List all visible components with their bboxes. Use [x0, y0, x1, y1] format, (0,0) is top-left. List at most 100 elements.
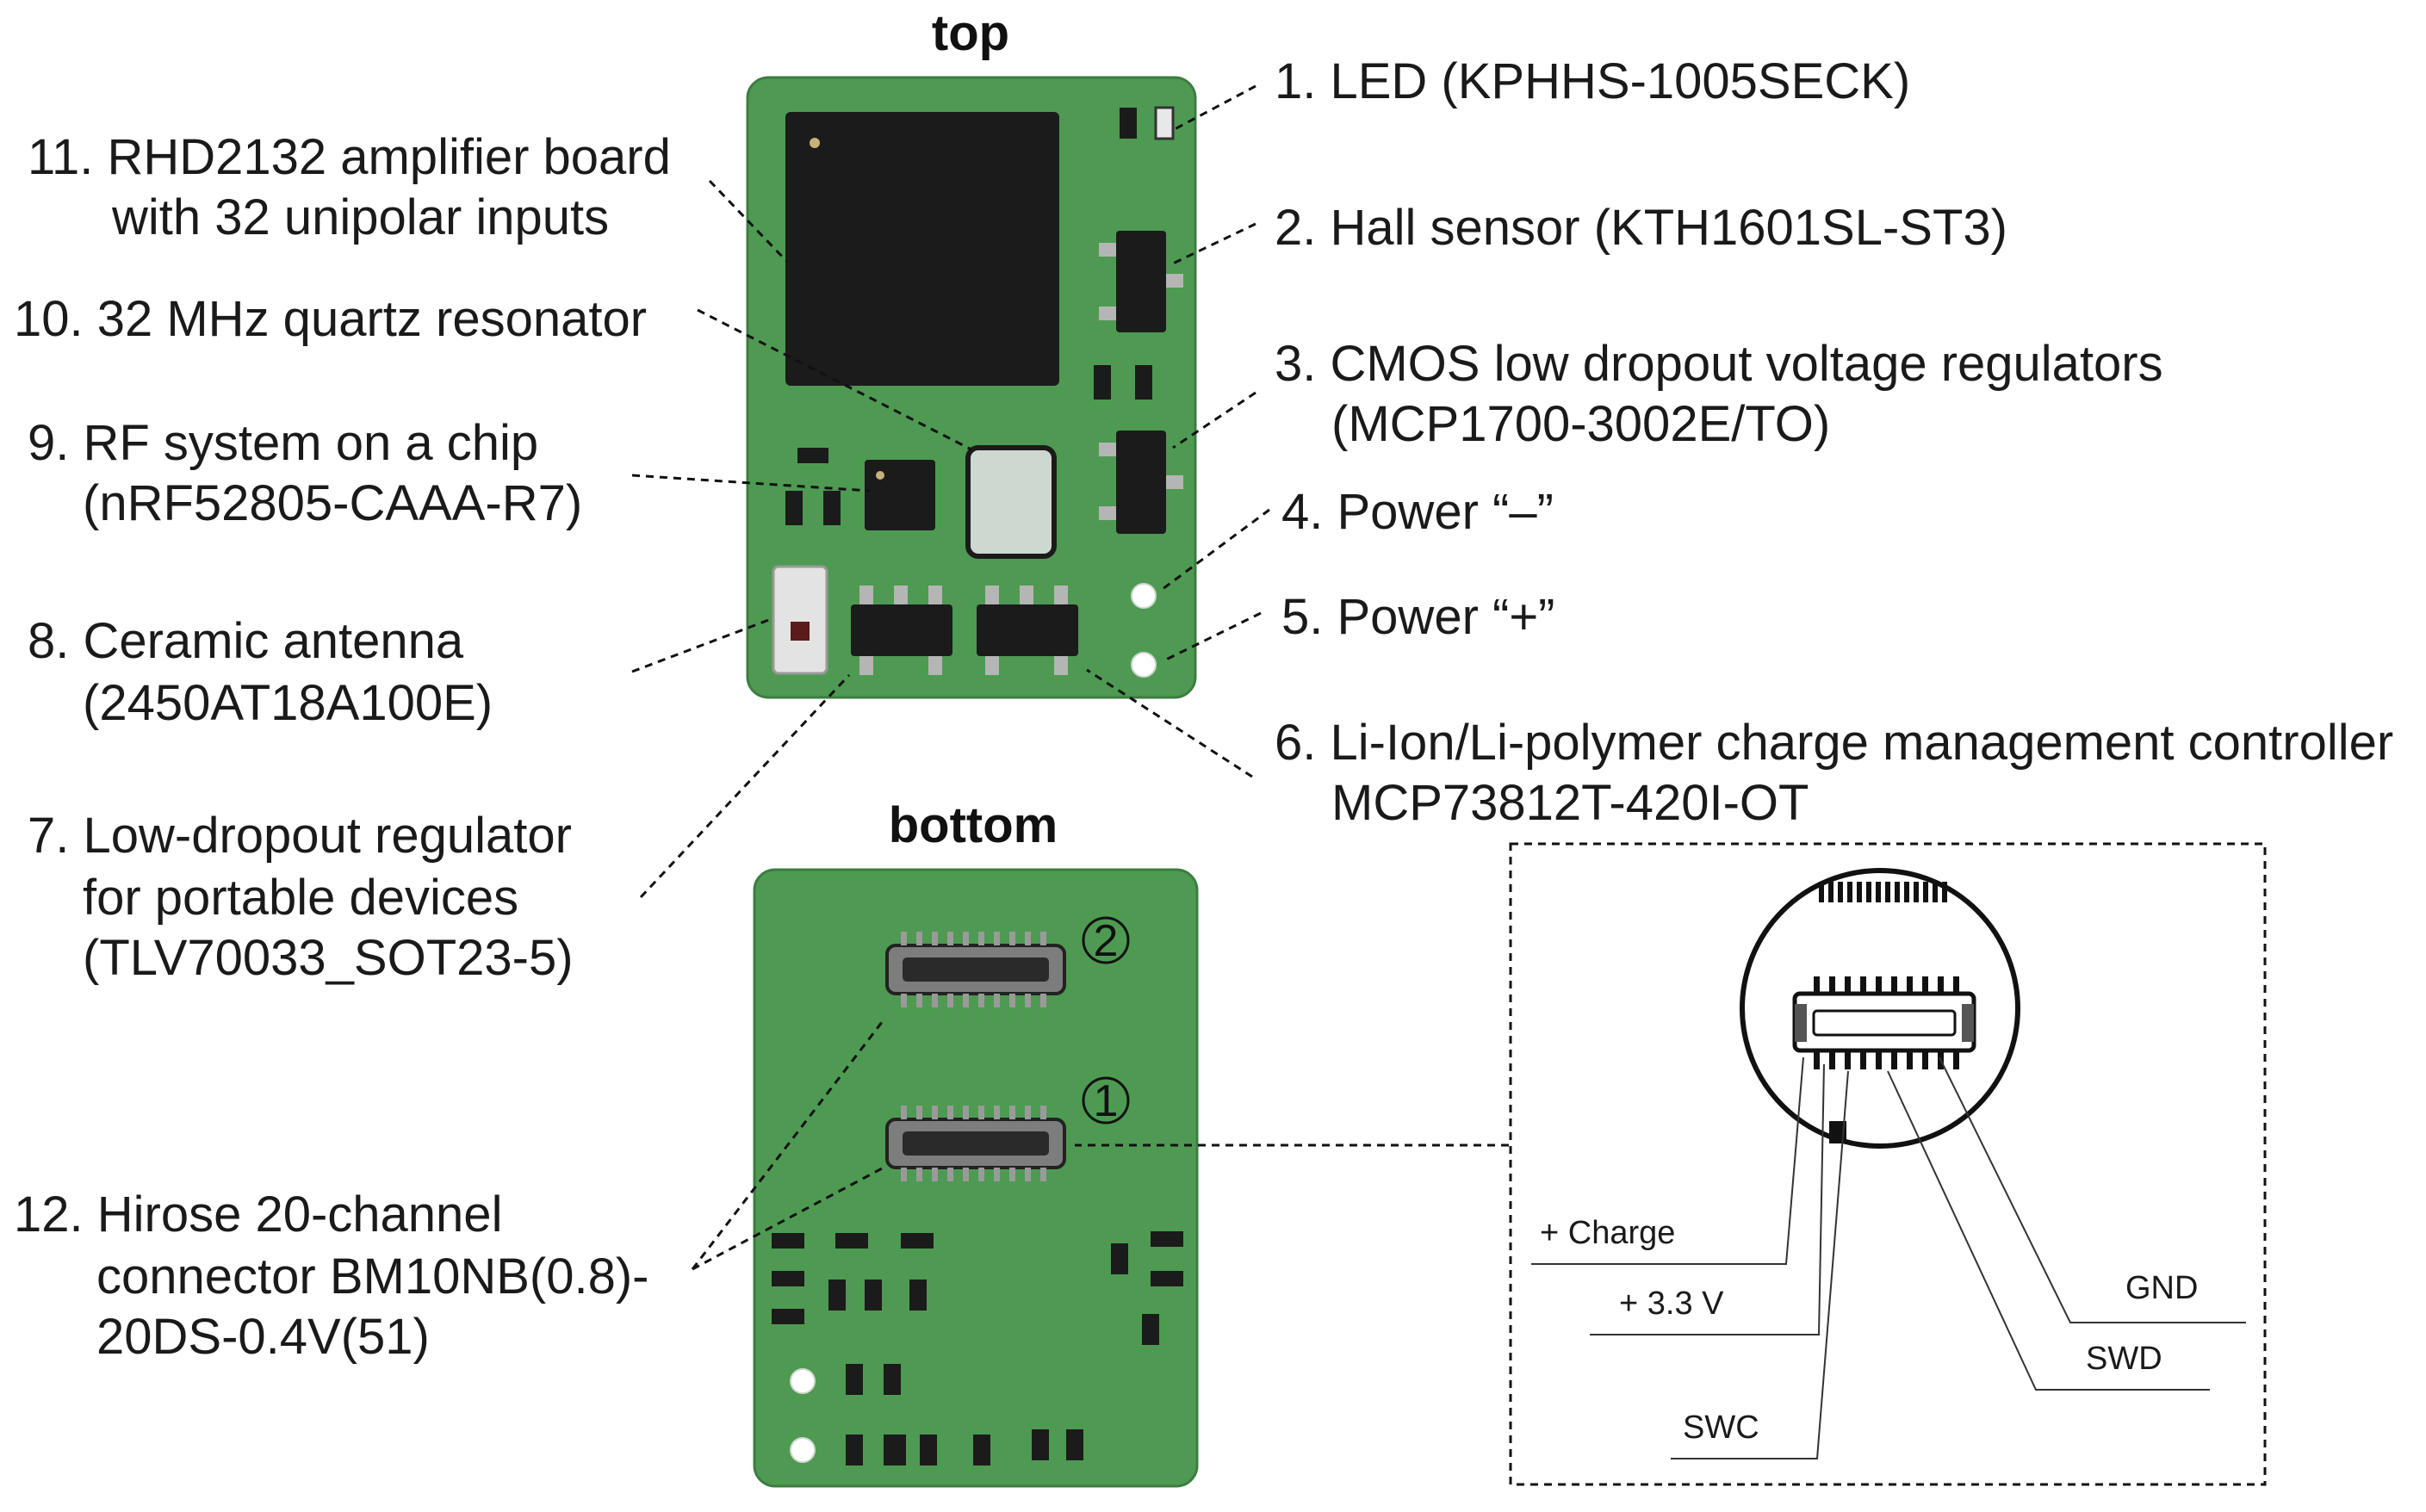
- connector-pin: [932, 1106, 938, 1119]
- connector-pin: [978, 932, 984, 945]
- zoom-top-teeth: [1819, 882, 1947, 902]
- connector-1-marker: [1082, 1076, 1130, 1125]
- zoom-pin: [1866, 882, 1871, 902]
- connector-pin: [1009, 932, 1015, 945]
- leader-11: [708, 179, 789, 263]
- connector-pin: [1040, 932, 1046, 945]
- zoom-pin: [1953, 1050, 1959, 1069]
- leader-12b: [692, 1166, 884, 1271]
- bottom-hole-1: [790, 1368, 816, 1394]
- label-5: 5. Power “+”: [1281, 589, 1555, 645]
- connector-pin: [1025, 932, 1031, 945]
- top-title: top: [932, 5, 1009, 61]
- label-11a: 11. RHD2132 amplifier board: [28, 129, 671, 185]
- amplifier-chip: [785, 112, 1059, 386]
- connector-pin: [1025, 994, 1031, 1007]
- leader-3v3: [1590, 1063, 1825, 1335]
- connector-pin: [978, 994, 984, 1007]
- leader-1: [1174, 84, 1256, 131]
- connector-pin: [994, 1106, 1000, 1119]
- zoom-pin: [1814, 1050, 1820, 1069]
- connector-pin: [1009, 1168, 1015, 1181]
- bottom-hole-2: [790, 1437, 816, 1463]
- zoom-pin: [1829, 1050, 1835, 1069]
- zoom-pin: [1876, 976, 1882, 995]
- zoom-pin: [1895, 882, 1900, 902]
- zoom-pin: [1876, 882, 1881, 902]
- zoom-pin: [1860, 976, 1866, 995]
- pin-swd: SWD: [2086, 1341, 2162, 1377]
- label-7a: 7. Low-dropout regulator: [28, 808, 572, 864]
- zoom-pin: [1907, 1050, 1913, 1069]
- connector-pin: [947, 994, 953, 1007]
- zoom-upper-pins: [1814, 976, 1959, 995]
- connector-pin: [932, 1168, 938, 1181]
- leader-5: [1165, 611, 1262, 661]
- component-labels: 1. LED (KPHHS-1005SECK) 2. Hall sensor (…: [14, 53, 2393, 1365]
- connector-pin: [947, 1168, 953, 1181]
- voltage-regulator: [1116, 431, 1166, 534]
- connector-pin: [1040, 1168, 1046, 1181]
- hall-sensor: [1116, 231, 1166, 332]
- pin-swc: SWC: [1683, 1410, 1759, 1446]
- leader-swc: [1671, 1070, 1849, 1459]
- zoom-pin: [1922, 976, 1928, 995]
- connector-pin: [916, 994, 922, 1007]
- connector-pin: [994, 1168, 1000, 1181]
- connector-pin: [963, 932, 969, 945]
- connector-1-number: 1: [1094, 1076, 1119, 1126]
- label-3b: (MCP1700-3002E/TO): [1331, 396, 1830, 452]
- zoom-pin: [1845, 1050, 1851, 1069]
- connector-2: [885, 932, 1066, 1007]
- connector-pin: [1009, 1106, 1015, 1119]
- label-6a: 6. Li-Ion/Li-polymer charge management c…: [1275, 715, 2393, 771]
- label-6b: MCP73812T-420I-OT: [1331, 775, 1809, 831]
- connector-pin: [963, 994, 969, 1007]
- connector-pin: [932, 932, 938, 945]
- zoom-pin: [1838, 882, 1843, 902]
- zoom-pin: [1819, 882, 1824, 902]
- label-1: 1. LED (KPHHS-1005SECK): [1275, 53, 1910, 109]
- zoom-pin: [1933, 882, 1938, 902]
- zoom-pin: [1814, 976, 1820, 995]
- pin-gnd: GND: [2125, 1270, 2198, 1306]
- connector-pin: [901, 1168, 907, 1181]
- leader-8: [631, 617, 774, 673]
- label-9a: 9. RF system on a chip: [28, 415, 538, 471]
- connector-2-number: 2: [1094, 916, 1119, 966]
- zoom-pin: [1845, 976, 1851, 995]
- label-2: 2. Hall sensor (KTH1601SL-ST3): [1275, 200, 2007, 256]
- label-12a: 12. Hirose 20-channel: [14, 1187, 502, 1242]
- connector-pin: [916, 1106, 922, 1119]
- leader-6: [1086, 668, 1253, 778]
- leader-10: [697, 308, 972, 451]
- top-board: top: [746, 5, 1197, 699]
- label-9b: (nRF52805-CAAA-R7): [83, 475, 582, 531]
- zoom-pin: [1885, 882, 1890, 902]
- connector-pin: [1040, 1106, 1046, 1119]
- leader-lines: [631, 84, 1509, 1271]
- label-10: 10. 32 MHz quartz resonator: [14, 291, 647, 347]
- zoom-pin: [1922, 1050, 1928, 1069]
- leader-swd: [1887, 1070, 2210, 1391]
- ceramic-antenna: [772, 565, 828, 675]
- pin1-dot: [810, 138, 820, 148]
- leader-3: [1172, 391, 1256, 449]
- connector-pin: [963, 1106, 969, 1119]
- quartz-resonator: [965, 445, 1057, 559]
- zoom-pin: [1847, 882, 1852, 902]
- zoom-pin: [1942, 882, 1947, 902]
- connector-pin: [978, 1168, 984, 1181]
- label-12c: 20DS-0.4V(51): [96, 1309, 430, 1365]
- connector-pin: [932, 994, 938, 1007]
- bottom-pcb: [753, 868, 1199, 1488]
- connector-pin: [916, 932, 922, 945]
- zoom-pin: [1860, 1050, 1866, 1069]
- leader-7: [639, 673, 851, 899]
- leader-4: [1162, 508, 1270, 591]
- label-8b: (2450AT18A100E): [83, 675, 493, 731]
- led-smd-a: [1120, 108, 1137, 139]
- zoom-pin: [1923, 882, 1928, 902]
- connector-pin: [978, 1106, 984, 1119]
- leader-12a: [691, 1017, 887, 1270]
